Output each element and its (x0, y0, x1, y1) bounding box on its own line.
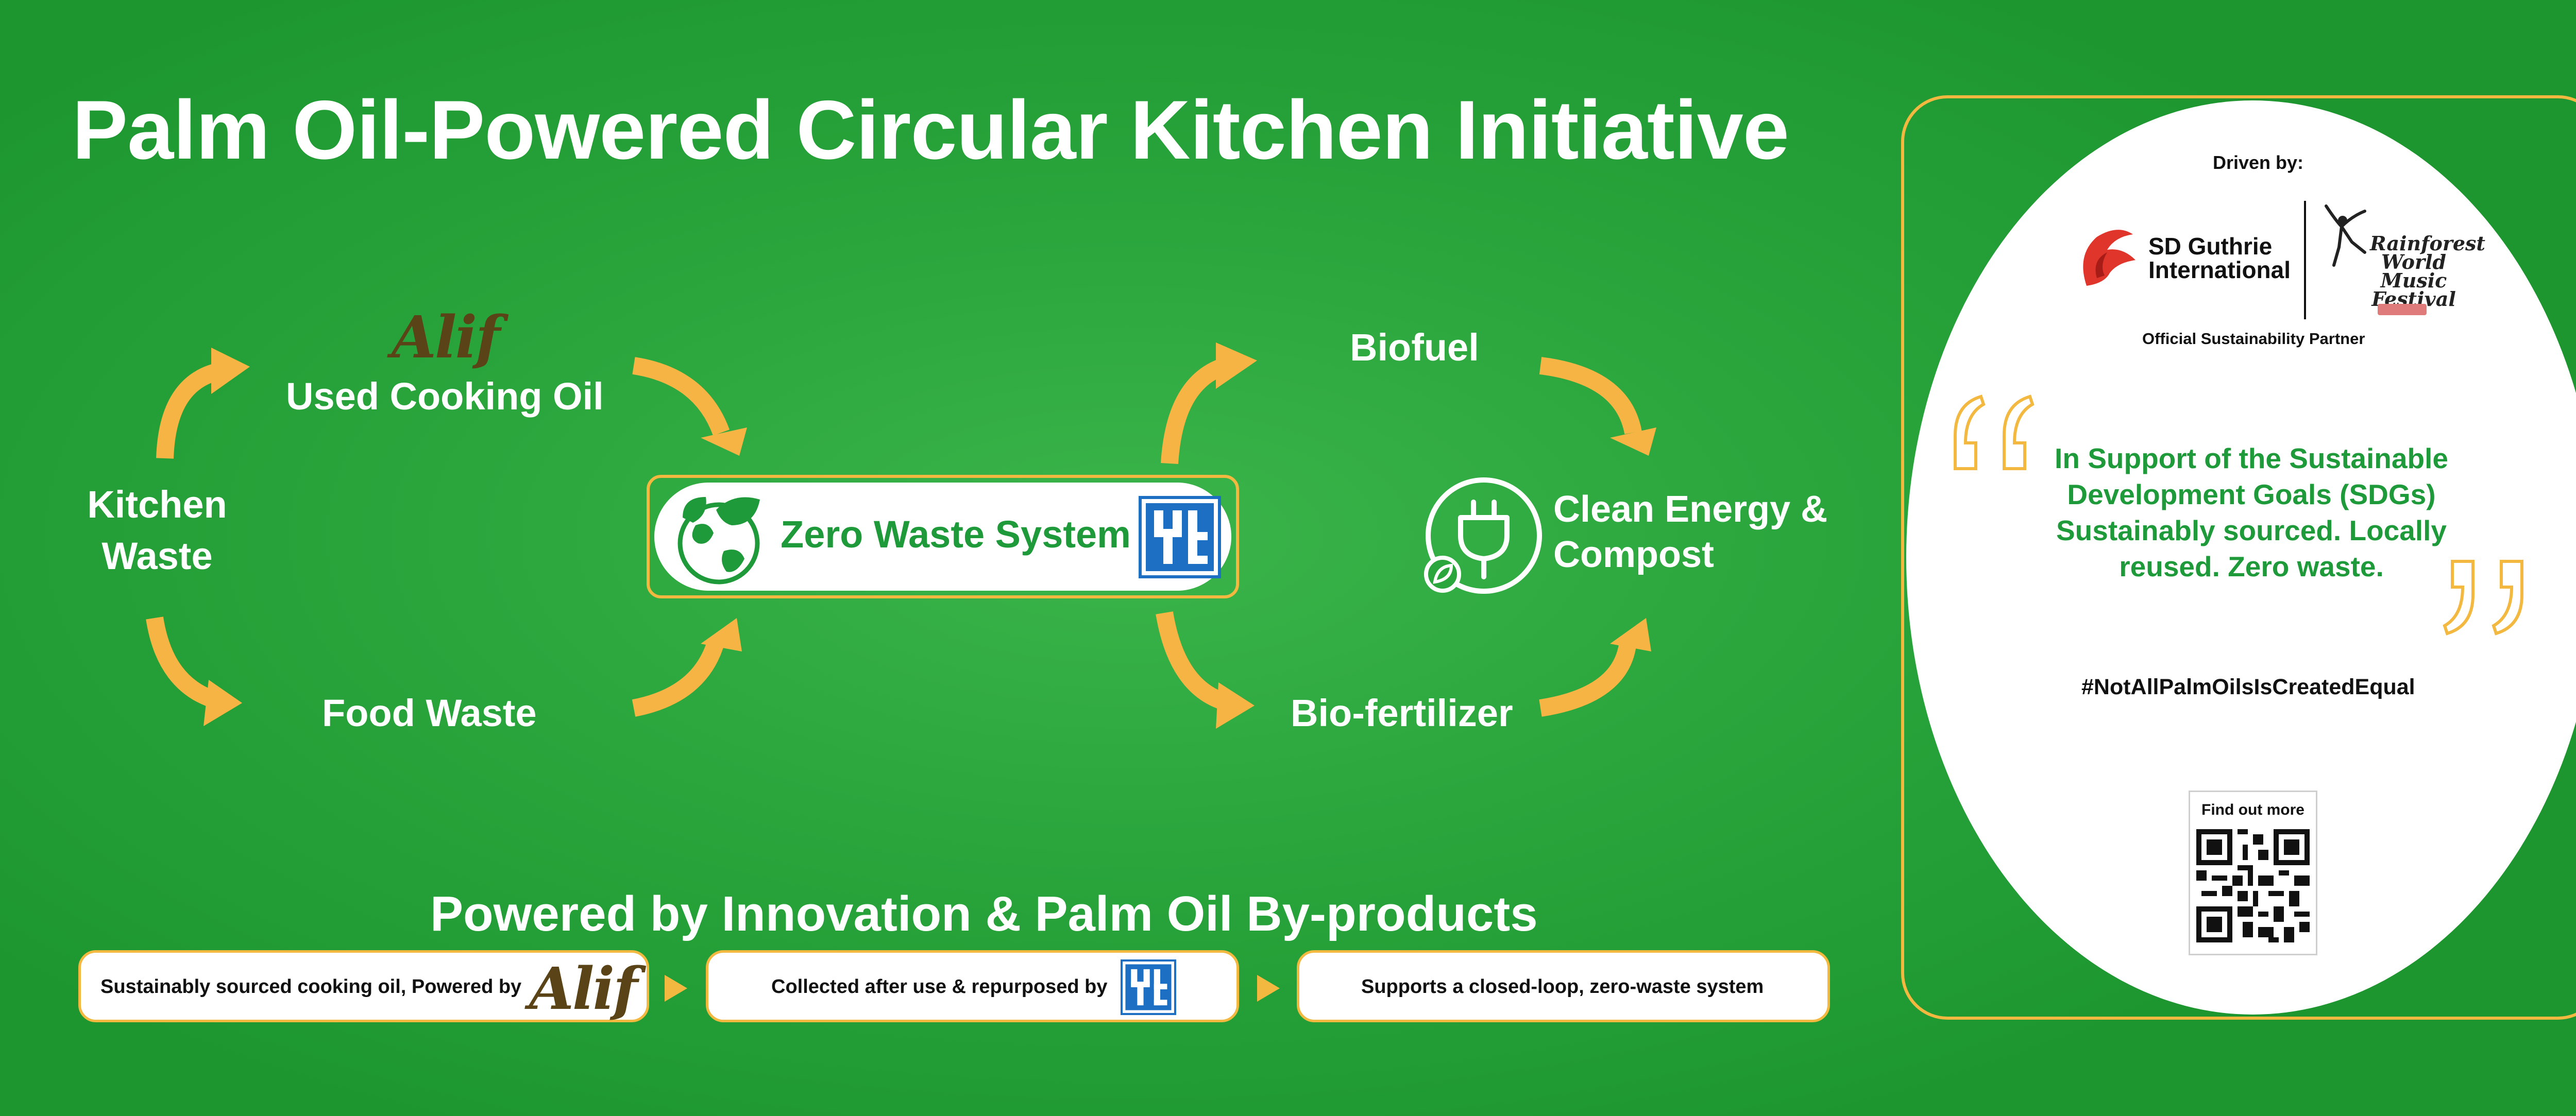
arrowhead (1610, 618, 1651, 651)
ytl-logo-icon (1121, 959, 1176, 1015)
hashtag-text: #NotAllPalmOilsIsCreatedEqual (2081, 675, 2415, 699)
arrowhead (211, 348, 250, 394)
arrowhead (204, 680, 242, 726)
arrowhead (1216, 682, 1255, 729)
step-pill-closed-loop: Supports a closed-loop, zero-waste syste… (1297, 950, 1830, 1022)
earth-leaf-icon (677, 497, 760, 585)
driven-by-label: Driven by: (2213, 152, 2304, 173)
arrow-zws-to-biofert (1156, 611, 1231, 712)
arrow-biofuel-to-clean (1539, 357, 1642, 435)
arrowhead (1216, 342, 1257, 389)
node-clean-energy-compost: Clean Energy & Compost (1553, 489, 1828, 575)
arrow-food-to-zws (632, 638, 725, 717)
arrow-kitchen-to-food (146, 616, 219, 709)
node-biofuel: Biofuel (1350, 326, 1479, 369)
page-title: Palm Oil-Powered Circular Kitchen Initia… (72, 83, 1789, 177)
flow-triangle-arrow (665, 975, 687, 1002)
rwmf-ribbon (2378, 304, 2427, 315)
arrow-kitchen-to-oil (156, 362, 224, 459)
sd-guthrie-logo-icon (2083, 230, 2136, 286)
zero-waste-frame (647, 475, 1239, 598)
arrowhead (701, 427, 747, 456)
rwmf-logo-text: Rainforest World Music Festival (2370, 232, 2485, 311)
alif-logo: Alif (392, 304, 500, 371)
sponsor-panel-frame (1901, 95, 2576, 1020)
node-food-waste: Food Waste (322, 692, 537, 734)
plug-leaf-icon (1424, 477, 1542, 594)
find-out-more-label: Find out more (2201, 801, 2304, 818)
node-used-cooking-oil: Used Cooking Oil (286, 375, 604, 418)
logo-divider (2304, 201, 2306, 319)
step-text: Supports a closed-loop, zero-waste syste… (1361, 976, 1764, 998)
zero-waste-label: Zero Waste System (781, 513, 1131, 556)
step-text: Collected after use & repurposed by (771, 976, 1108, 998)
arrow-zws-to-biofuel (1161, 357, 1229, 465)
rwmf-dancer-icon (2325, 204, 2366, 267)
official-partner-label: Official Sustainability Partner (2142, 330, 2365, 348)
ytl-logo-icon (1139, 496, 1221, 578)
close-quote-icon (2443, 560, 2523, 636)
step-pill-collection: Collected after use & repurposed by (706, 950, 1239, 1022)
sd-guthrie-logo-text: SD Guthrie International (2148, 233, 2291, 283)
node-kitchen-waste: Kitchen Waste (87, 483, 227, 577)
powered-heading: Powered by Innovation & Palm Oil By-prod… (430, 886, 1538, 941)
step-pill-sourcing: Sustainably sourced cooking oil, Powered… (78, 950, 649, 1023)
flow-triangle-arrow (1257, 975, 1280, 1002)
node-bio-fertilizer: Bio-fertilizer (1291, 692, 1513, 734)
arrow-biofert-to-clean (1539, 640, 1637, 717)
sdg-support-quote: In Support of the Sustainable Developmen… (2055, 442, 2448, 582)
open-quote-icon (1954, 394, 2035, 470)
step-text: Sustainably sourced cooking oil, Powered… (100, 976, 522, 998)
qr-code-icon[interactable] (2196, 829, 2310, 942)
qr-code-card[interactable]: Find out more (2189, 791, 2317, 955)
flow-arrows (146, 342, 1656, 729)
arrowhead (1610, 427, 1656, 456)
arrow-oil-to-zws (632, 357, 730, 436)
arrowhead (701, 618, 742, 651)
alif-logo: Alif (529, 955, 638, 1023)
